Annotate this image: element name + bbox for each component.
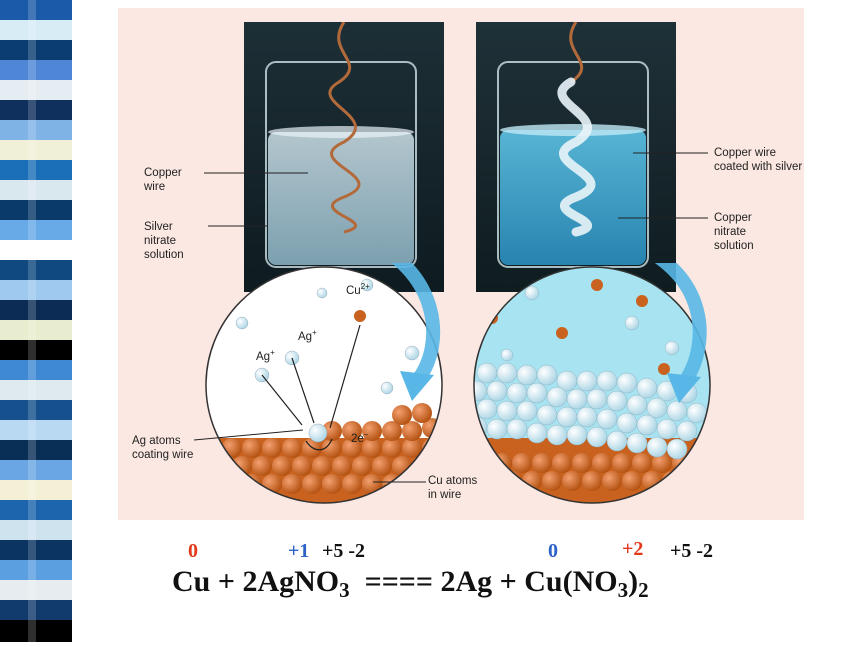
label-cu-atoms: Cu atoms in wire bbox=[428, 475, 478, 501]
label-ag-atoms: Ag atoms coating wire bbox=[132, 435, 194, 461]
label-ag-ion-1: Ag+ bbox=[298, 328, 317, 343]
ox-state-ag-left: +1 bbox=[288, 540, 310, 562]
label-electrons: 2e− bbox=[351, 430, 369, 445]
label-leader-lines bbox=[193, 152, 708, 483]
decorative-stripe bbox=[0, 0, 98, 645]
label-ag-ion-2: Ag+ bbox=[256, 348, 275, 363]
ox-state-cu-left: 0 bbox=[188, 540, 198, 562]
ox-state-ag-right: 0 bbox=[548, 540, 558, 562]
label-copper-wire-coated: Copper wire coated with silver bbox=[714, 147, 803, 173]
label-copper-wire: Copper wire bbox=[144, 167, 182, 193]
label-silver-nitrate: Silver nitrate solution bbox=[144, 221, 184, 261]
chemical-equation: Cu + 2AgNO3 ==== 2Ag + Cu(NO3)2 bbox=[172, 565, 649, 602]
beaker-silver-coated-photo bbox=[476, 22, 676, 292]
atomic-view-diagram bbox=[205, 263, 711, 504]
ox-state-no3-right: +5 -2 bbox=[670, 540, 714, 562]
reaction-figure: Copper wire Silver nitrate solution Copp… bbox=[118, 8, 804, 520]
label-copper-nitrate: Copper nitrate solution bbox=[714, 212, 754, 252]
ox-state-cu-right: +2 bbox=[622, 538, 644, 560]
beaker-copper-wire-photo bbox=[244, 22, 444, 292]
label-cu-ion: Cu2+ bbox=[346, 282, 370, 297]
ox-state-no3-left: +5 -2 bbox=[322, 540, 366, 562]
